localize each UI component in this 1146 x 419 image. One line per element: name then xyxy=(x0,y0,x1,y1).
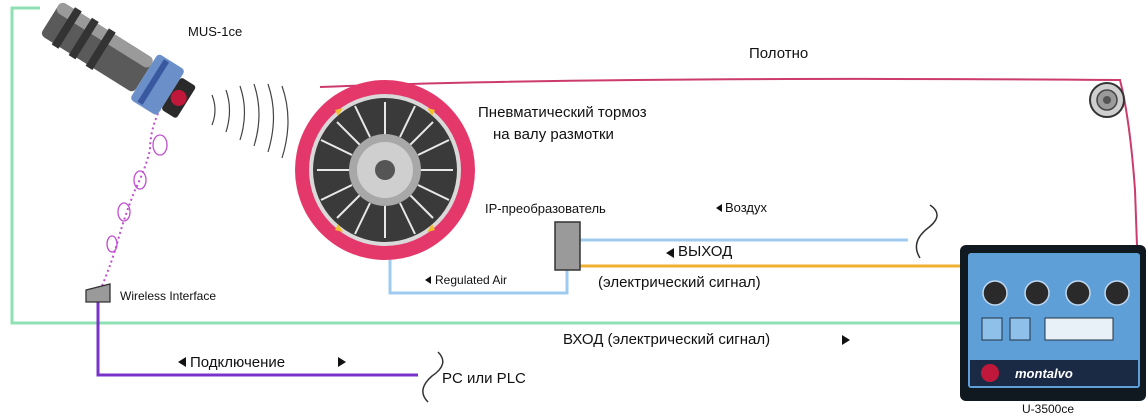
air-arrow-icon xyxy=(716,204,722,212)
output-label: ВЫХОД xyxy=(678,243,732,260)
output-sub-label: (электрический сигнал) xyxy=(598,274,761,291)
idler-roller-icon xyxy=(1089,82,1125,118)
web-material-line xyxy=(319,77,1141,331)
regulated-air-arrow-icon xyxy=(425,276,431,284)
connection-line xyxy=(96,300,418,377)
air-label: Воздух xyxy=(725,200,768,215)
connection-label: Подключение xyxy=(190,354,285,371)
regulated-air-line xyxy=(388,245,569,295)
connection-arrow-right-icon xyxy=(338,357,346,367)
converter-label: IP-преобразователь xyxy=(485,201,606,216)
air-supply-squiggle xyxy=(915,204,938,259)
ultrasonic-sensor-icon xyxy=(41,2,196,118)
pneumatic-brake-icon xyxy=(295,80,475,260)
wireless-waves xyxy=(106,134,168,253)
web-label: Полотно xyxy=(749,45,808,62)
wireless-interface-label: Wireless Interface xyxy=(120,289,216,303)
brake-label-line1: Пневматический тормоз xyxy=(478,104,647,121)
brake-label-line2: на валу размотки xyxy=(493,126,614,143)
connection-arrow-left-icon xyxy=(178,357,186,367)
input-label: ВХОД (электрический сигнал) xyxy=(563,331,770,348)
input-arrow-icon xyxy=(842,335,850,345)
controller-brand: montalvo xyxy=(1015,366,1073,381)
sound-wave-icon xyxy=(211,83,289,159)
sensor-label: MUS-1ce xyxy=(188,24,242,39)
controller-label: U-3500ce xyxy=(1022,402,1074,416)
ip-converter-icon xyxy=(554,221,581,271)
pc-label: PC или PLC xyxy=(442,370,526,387)
connection-squiggle xyxy=(422,351,444,403)
green-signal-line xyxy=(10,6,965,325)
wireless-interface-icon xyxy=(85,283,111,303)
output-arrow-icon xyxy=(666,248,674,258)
controller-unit xyxy=(960,245,1146,401)
regulated-air-label: Regulated Air xyxy=(435,273,507,287)
wireless-link xyxy=(101,99,166,287)
